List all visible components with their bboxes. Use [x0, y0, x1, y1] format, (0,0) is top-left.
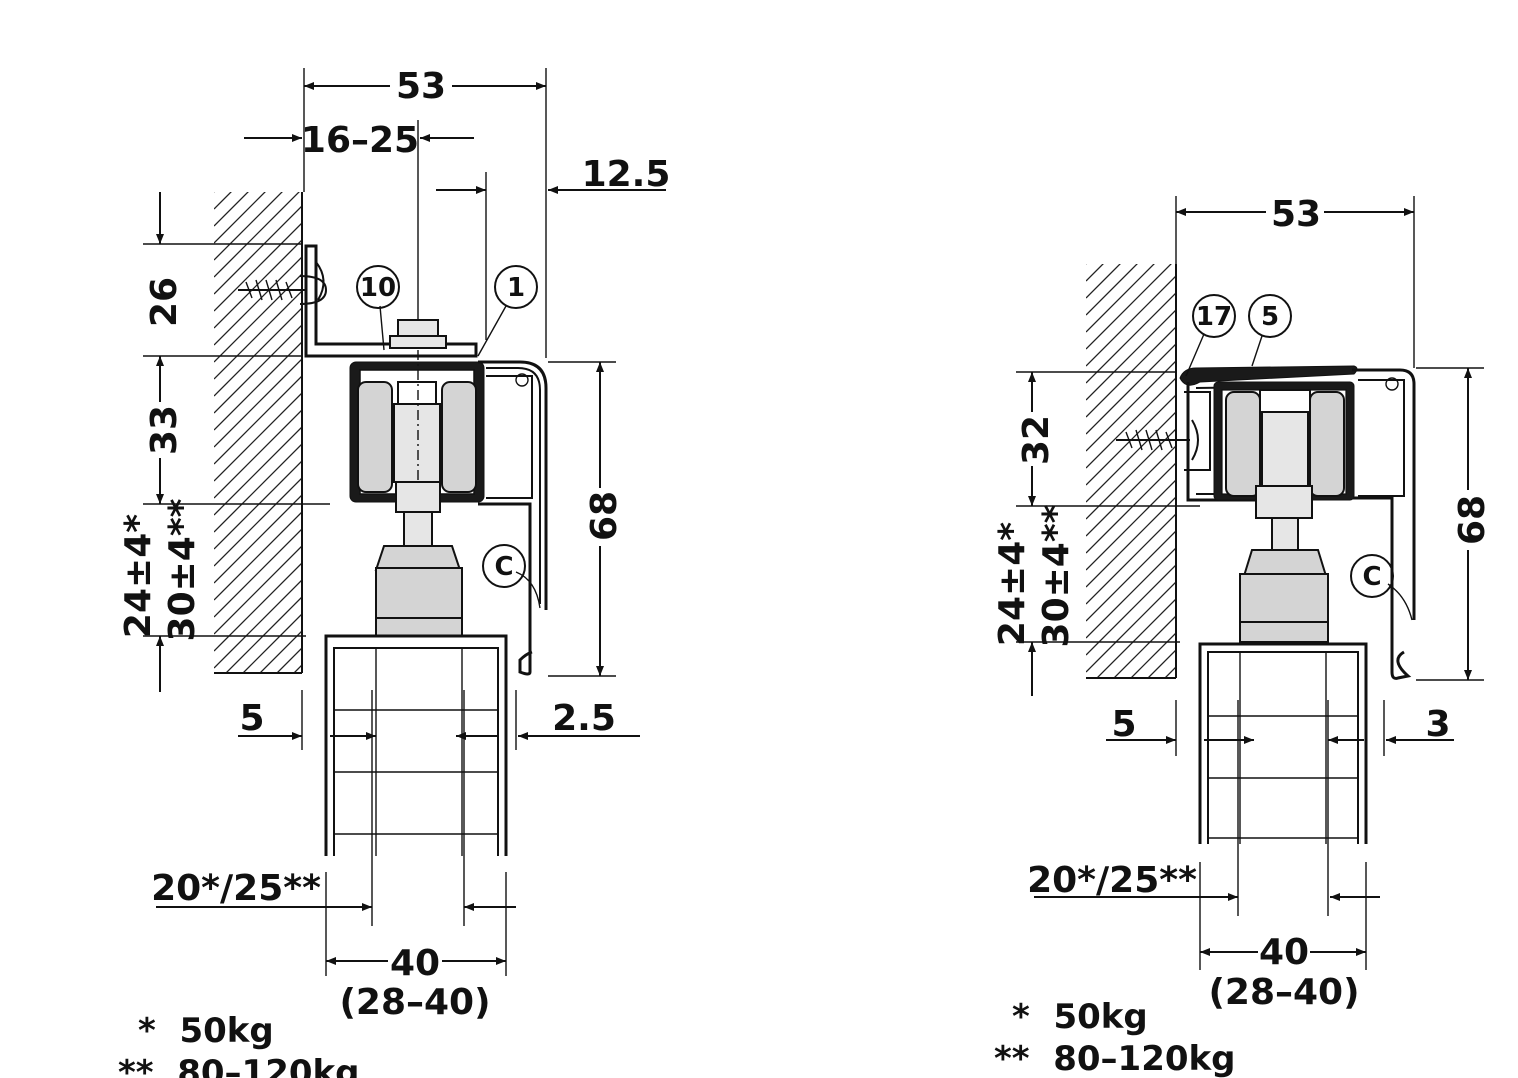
left-dim-top-width: 53 [396, 66, 446, 107]
right-dim-left-gap: 5 [1111, 704, 1136, 745]
left-note-120kg: ** 80–120kg [118, 1053, 359, 1078]
left-screw-icon [238, 275, 328, 305]
left-dim-right-gap: 2.5 [552, 698, 616, 739]
right-callout-clip: 17 [1196, 302, 1232, 332]
right-dim-gap-120: 30±4** [1036, 504, 1077, 647]
left-dim-door-thickness: 20*/25** [151, 868, 321, 909]
left-dim-gap-120: 30±4** [162, 498, 203, 641]
left-dim-door-range: 40 [390, 943, 440, 984]
left-wall [214, 192, 302, 673]
left-callout-bracket: 10 [360, 273, 396, 303]
right-callout-circle-c [1350, 554, 1394, 598]
right-dim-door-range-sub: (28–40) [1208, 972, 1359, 1013]
right-dim-gap-50: 24±4* [992, 522, 1033, 646]
right-dim-door-thickness: 20*/25** [1027, 860, 1197, 901]
right-dim-top-width: 53 [1271, 194, 1321, 235]
left-callout-cover: C [494, 552, 513, 582]
left-dim-top-height: 26 [144, 277, 185, 327]
right-dim-mid-height: 32 [1016, 415, 1057, 465]
left-dim-mid-height: 33 [144, 405, 185, 455]
left-section-drawing [143, 68, 666, 976]
right-dim-rail-height: 68 [1452, 495, 1493, 545]
left-dim-gap-50: 24±4* [118, 514, 159, 638]
left-dim-bracket-range: 16–25 [301, 120, 419, 161]
right-screw-icon [1116, 429, 1190, 451]
left-callout-rail: 1 [507, 273, 525, 303]
right-callout-circle-5 [1248, 294, 1292, 338]
left-dim-rail-height: 68 [584, 491, 625, 541]
left-door-panel [324, 634, 508, 856]
left-callout-circle-10 [356, 265, 400, 309]
right-dim-door-range: 40 [1259, 932, 1309, 973]
right-note-50kg: * 50kg [1012, 997, 1148, 1037]
left-note-50kg: * 50kg [138, 1011, 274, 1051]
right-callout-cover: C [1362, 562, 1381, 592]
right-door-panel [1198, 642, 1368, 844]
right-callout-rail: 5 [1261, 302, 1279, 332]
left-dim-right-offset: 12.5 [582, 154, 671, 195]
right-note-120kg: ** 80–120kg [994, 1039, 1235, 1078]
right-dim-right-gap: 3 [1425, 704, 1450, 745]
left-dim-door-range-sub: (28–40) [339, 982, 490, 1023]
left-callout-circle-c [482, 544, 526, 588]
left-callout-circle-1 [494, 265, 538, 309]
right-section-drawing [1016, 196, 1484, 970]
left-dim-left-gap: 5 [239, 698, 264, 739]
right-callout-circle-17 [1192, 294, 1236, 338]
